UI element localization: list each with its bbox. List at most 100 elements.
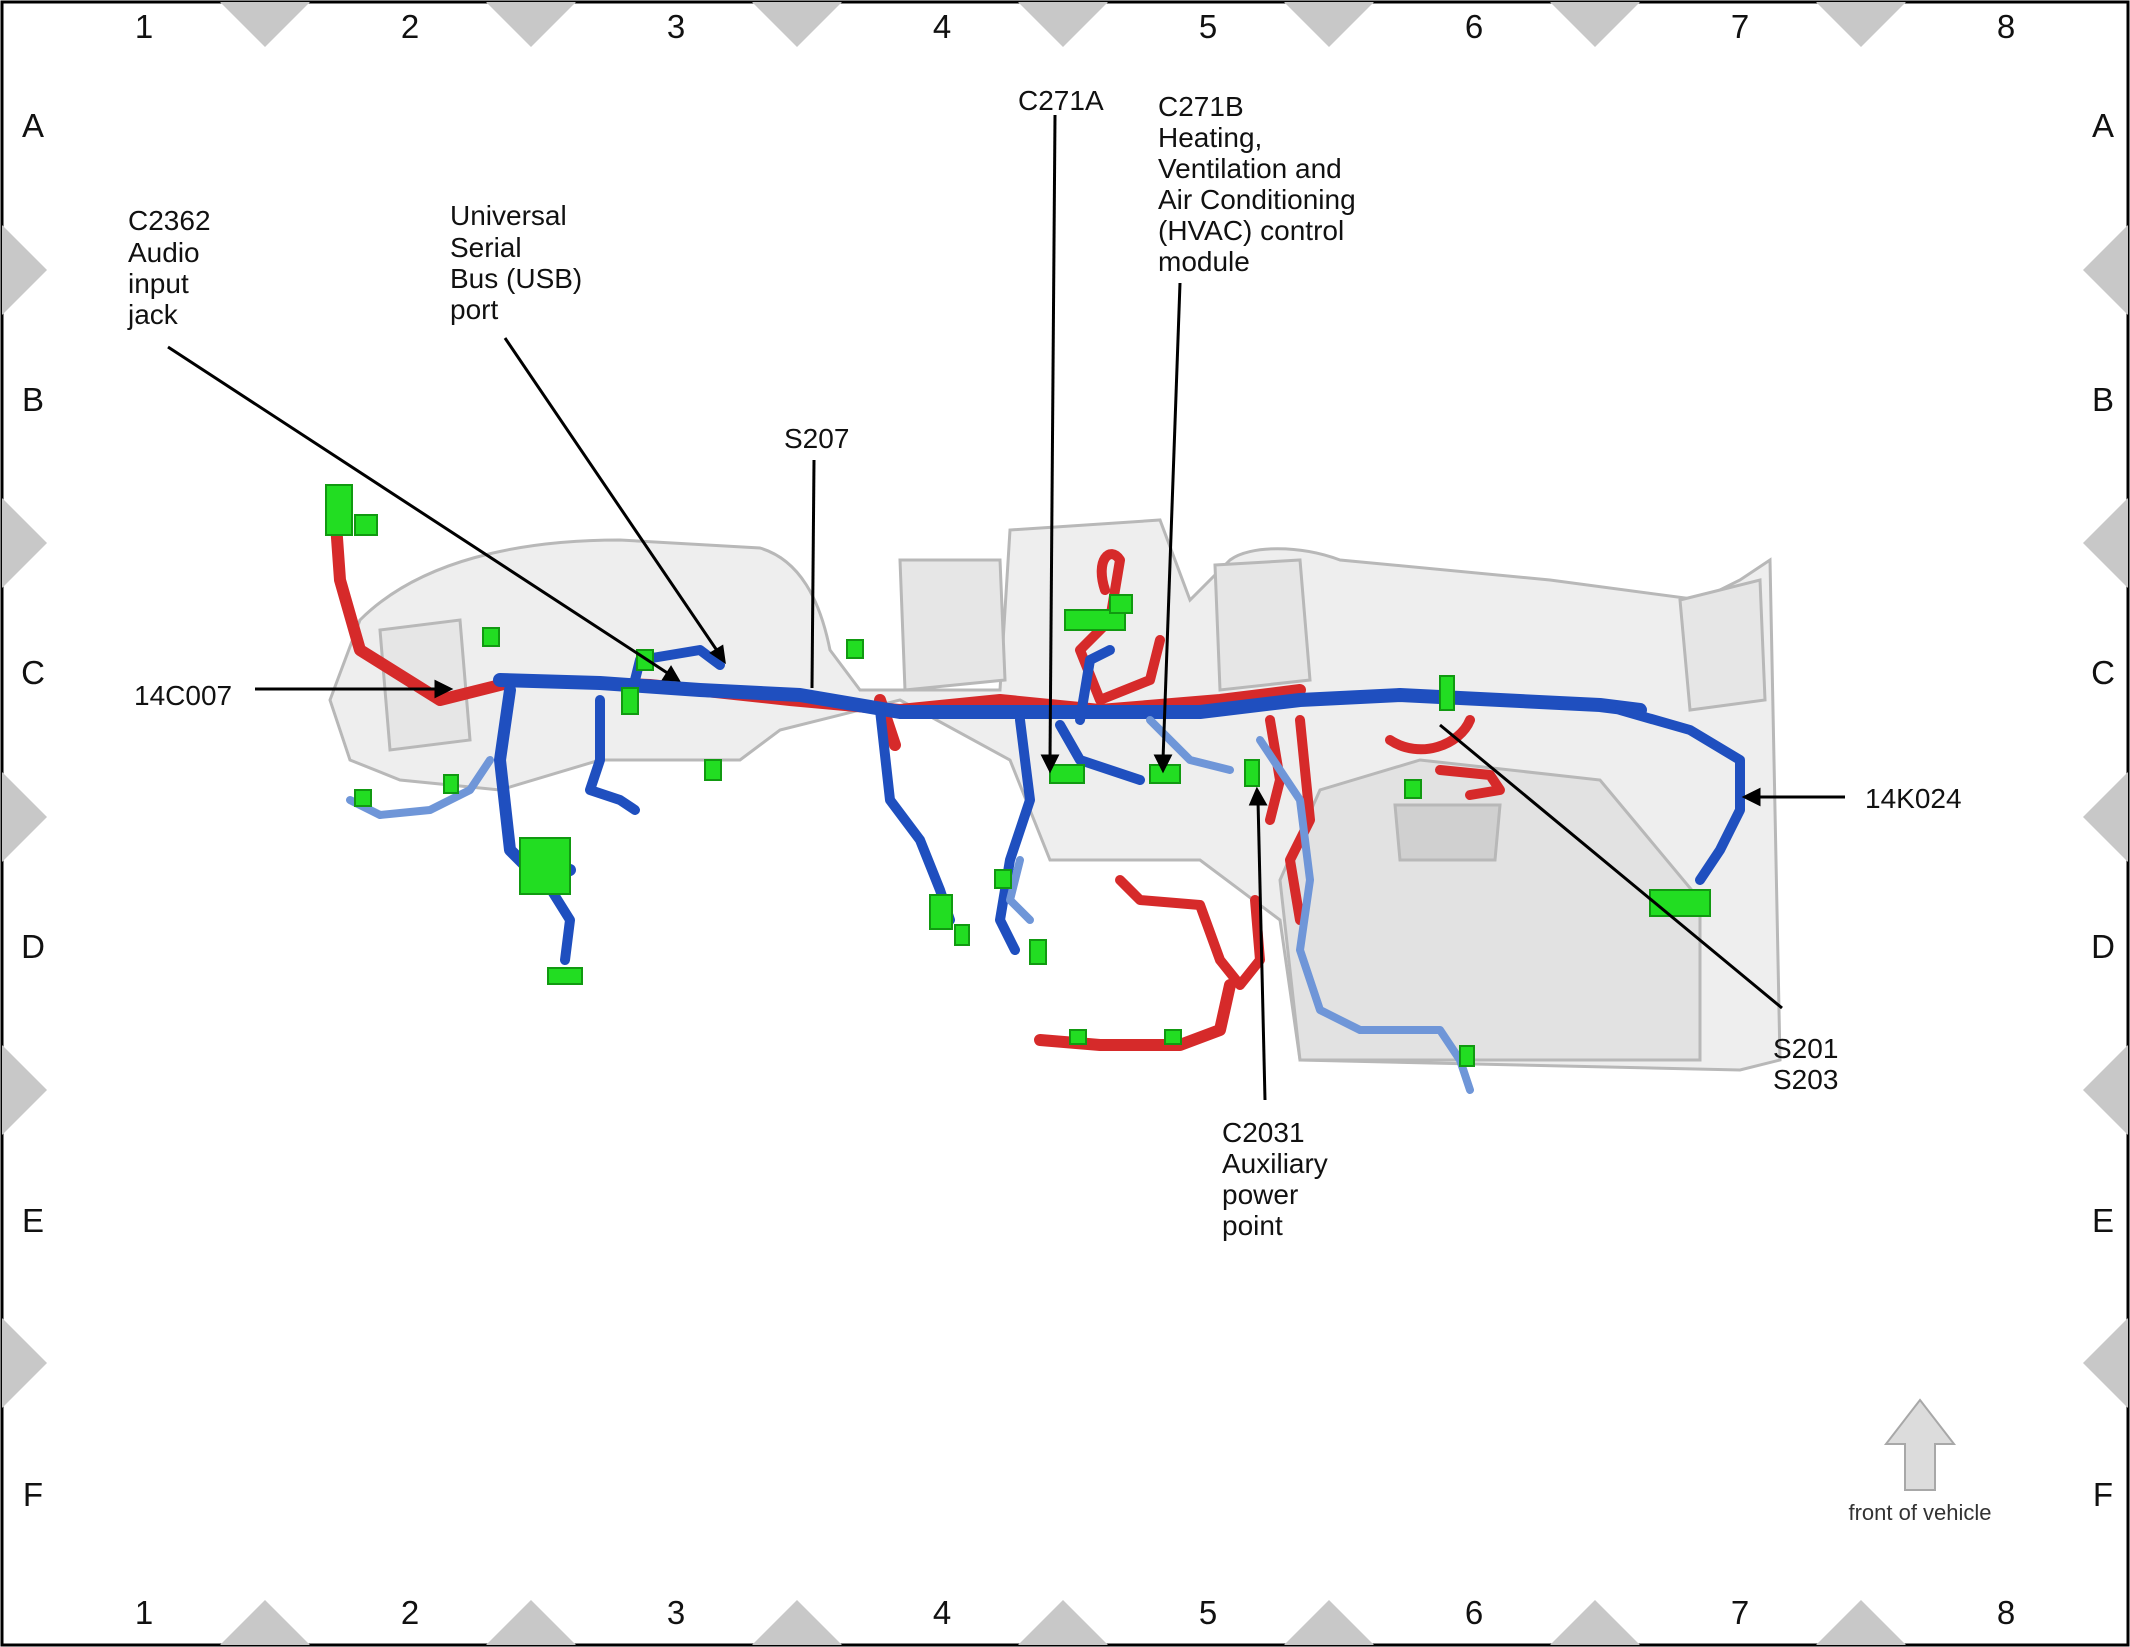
connector bbox=[482, 627, 500, 647]
arrowhead-14k024 bbox=[1741, 787, 1761, 807]
callout-s201-s203: S201 S203 bbox=[1773, 1033, 1838, 1095]
grid-col-1: 1 bbox=[135, 8, 153, 45]
grid-row-labels-left: A B C D E F bbox=[21, 107, 45, 1513]
label-c271b-line-2: Heating, bbox=[1158, 122, 1262, 153]
connector bbox=[621, 687, 639, 715]
label-usb-line-3: Bus (USB) bbox=[450, 263, 582, 294]
label-c271b-line-6: module bbox=[1158, 246, 1250, 277]
connector-14c007-upper bbox=[325, 484, 353, 536]
grid-column-labels-top: 1 2 3 4 5 6 7 8 bbox=[135, 8, 2015, 45]
label-14k024: 14K024 bbox=[1865, 783, 1962, 814]
leader-c271b bbox=[1161, 282, 1182, 761]
label-c2362-line-2: Audio bbox=[128, 237, 200, 268]
connector bbox=[704, 759, 722, 781]
connector bbox=[1069, 1029, 1087, 1045]
connector bbox=[994, 869, 1012, 889]
callout-s207: S207 bbox=[784, 423, 849, 454]
connector bbox=[1049, 764, 1085, 784]
instrument-panel-structure bbox=[328, 518, 1782, 1072]
label-c271b-line-1: C271B bbox=[1158, 91, 1244, 122]
grid-row-a: A bbox=[2092, 107, 2114, 144]
grid-col-4: 4 bbox=[933, 1594, 951, 1631]
grid-row-f: F bbox=[2093, 1476, 2113, 1513]
arrowhead-usb bbox=[709, 644, 726, 665]
callout-usb: Universal Serial Bus (USB) port bbox=[450, 200, 582, 325]
connector bbox=[1439, 675, 1455, 711]
label-c2362-line-4: jack bbox=[127, 299, 179, 330]
connector bbox=[354, 789, 372, 807]
arrowhead-c2031 bbox=[1248, 786, 1268, 806]
connector bbox=[1064, 609, 1126, 631]
label-c2362-line-3: input bbox=[128, 268, 189, 299]
grid-row-c: C bbox=[2091, 654, 2115, 691]
label-s207: S207 bbox=[784, 423, 849, 454]
arrowhead-c2362 bbox=[661, 665, 681, 682]
grid-row-e: E bbox=[2092, 1202, 2114, 1239]
grid-col-3: 3 bbox=[667, 1594, 685, 1631]
callout-c2362: C2362 Audio input jack bbox=[127, 205, 211, 330]
connector bbox=[1164, 1029, 1182, 1045]
label-c271b-line-3: Ventilation and bbox=[1158, 153, 1342, 184]
arrowhead-c271a bbox=[1040, 754, 1060, 774]
leader-lines bbox=[167, 114, 1845, 1101]
label-c2031-line-2: Auxiliary bbox=[1222, 1148, 1328, 1179]
connector bbox=[929, 894, 953, 930]
grid-col-2: 2 bbox=[401, 1594, 419, 1631]
grid-column-labels-bottom: 1 2 3 4 5 6 7 8 bbox=[135, 1594, 2015, 1631]
grid-row-a: A bbox=[22, 107, 44, 144]
up-arrow-icon bbox=[1883, 1398, 1957, 1491]
arrowhead-14c007 bbox=[434, 679, 454, 699]
label-usb-line-2: Serial bbox=[450, 232, 522, 263]
connector bbox=[1404, 779, 1422, 799]
grid-row-d: D bbox=[2091, 928, 2115, 965]
label-c2031-line-4: point bbox=[1222, 1210, 1283, 1241]
connector bbox=[1109, 594, 1133, 614]
connector bbox=[954, 924, 970, 946]
grid-col-5: 5 bbox=[1199, 1594, 1217, 1631]
grid-col-2: 2 bbox=[401, 8, 419, 45]
grid-row-labels-right: A B C D E F bbox=[2091, 107, 2115, 1513]
label-usb-line-1: Universal bbox=[450, 200, 567, 231]
callout-c271b: C271B Heating, Ventilation and Air Condi… bbox=[1158, 91, 1356, 277]
connector bbox=[1029, 939, 1047, 965]
connector bbox=[547, 967, 583, 985]
callout-14k024: 14K024 bbox=[1865, 783, 1962, 814]
label-c2362-line-1: C2362 bbox=[128, 205, 211, 236]
grid-col-6: 6 bbox=[1465, 1594, 1483, 1631]
leader-s201 bbox=[1439, 723, 1783, 1010]
grid-col-8: 8 bbox=[1997, 1594, 2015, 1631]
grid-row-b: B bbox=[22, 381, 44, 418]
label-c271a: C271A bbox=[1018, 85, 1104, 116]
connector-14c007-lower bbox=[354, 514, 378, 536]
label-c2031-line-3: power bbox=[1222, 1179, 1298, 1210]
grid-col-7: 7 bbox=[1731, 1594, 1749, 1631]
grid-col-4: 4 bbox=[933, 8, 951, 45]
grid-row-b: B bbox=[2092, 381, 2114, 418]
connector bbox=[519, 837, 571, 895]
connector bbox=[846, 639, 864, 659]
connector bbox=[443, 774, 459, 794]
grid-row-f: F bbox=[23, 1476, 43, 1513]
grid-row-e: E bbox=[22, 1202, 44, 1239]
connector bbox=[1649, 889, 1711, 917]
label-c2031-line-1: C2031 bbox=[1222, 1117, 1305, 1148]
label-s203: S203 bbox=[1773, 1064, 1838, 1095]
grid-col-1: 1 bbox=[135, 1594, 153, 1631]
label-14c007: 14C007 bbox=[134, 680, 232, 711]
leader-c2031 bbox=[1256, 799, 1267, 1101]
leader-c271a bbox=[1048, 114, 1057, 761]
callout-c2031: C2031 Auxiliary power point bbox=[1222, 1117, 1328, 1241]
connector bbox=[1244, 759, 1260, 787]
callout-14c007: 14C007 bbox=[134, 680, 232, 711]
callout-c271a: C271A bbox=[1018, 85, 1104, 116]
grid-col-6: 6 bbox=[1465, 8, 1483, 45]
leader-c2362 bbox=[167, 345, 673, 678]
grid-col-3: 3 bbox=[667, 8, 685, 45]
grid-row-d: D bbox=[21, 928, 45, 965]
connector bbox=[1459, 1045, 1475, 1067]
front-of-vehicle-label: front of vehicle bbox=[1848, 1500, 1991, 1525]
leader-s207 bbox=[810, 459, 816, 689]
grid-col-5: 5 bbox=[1199, 8, 1217, 45]
